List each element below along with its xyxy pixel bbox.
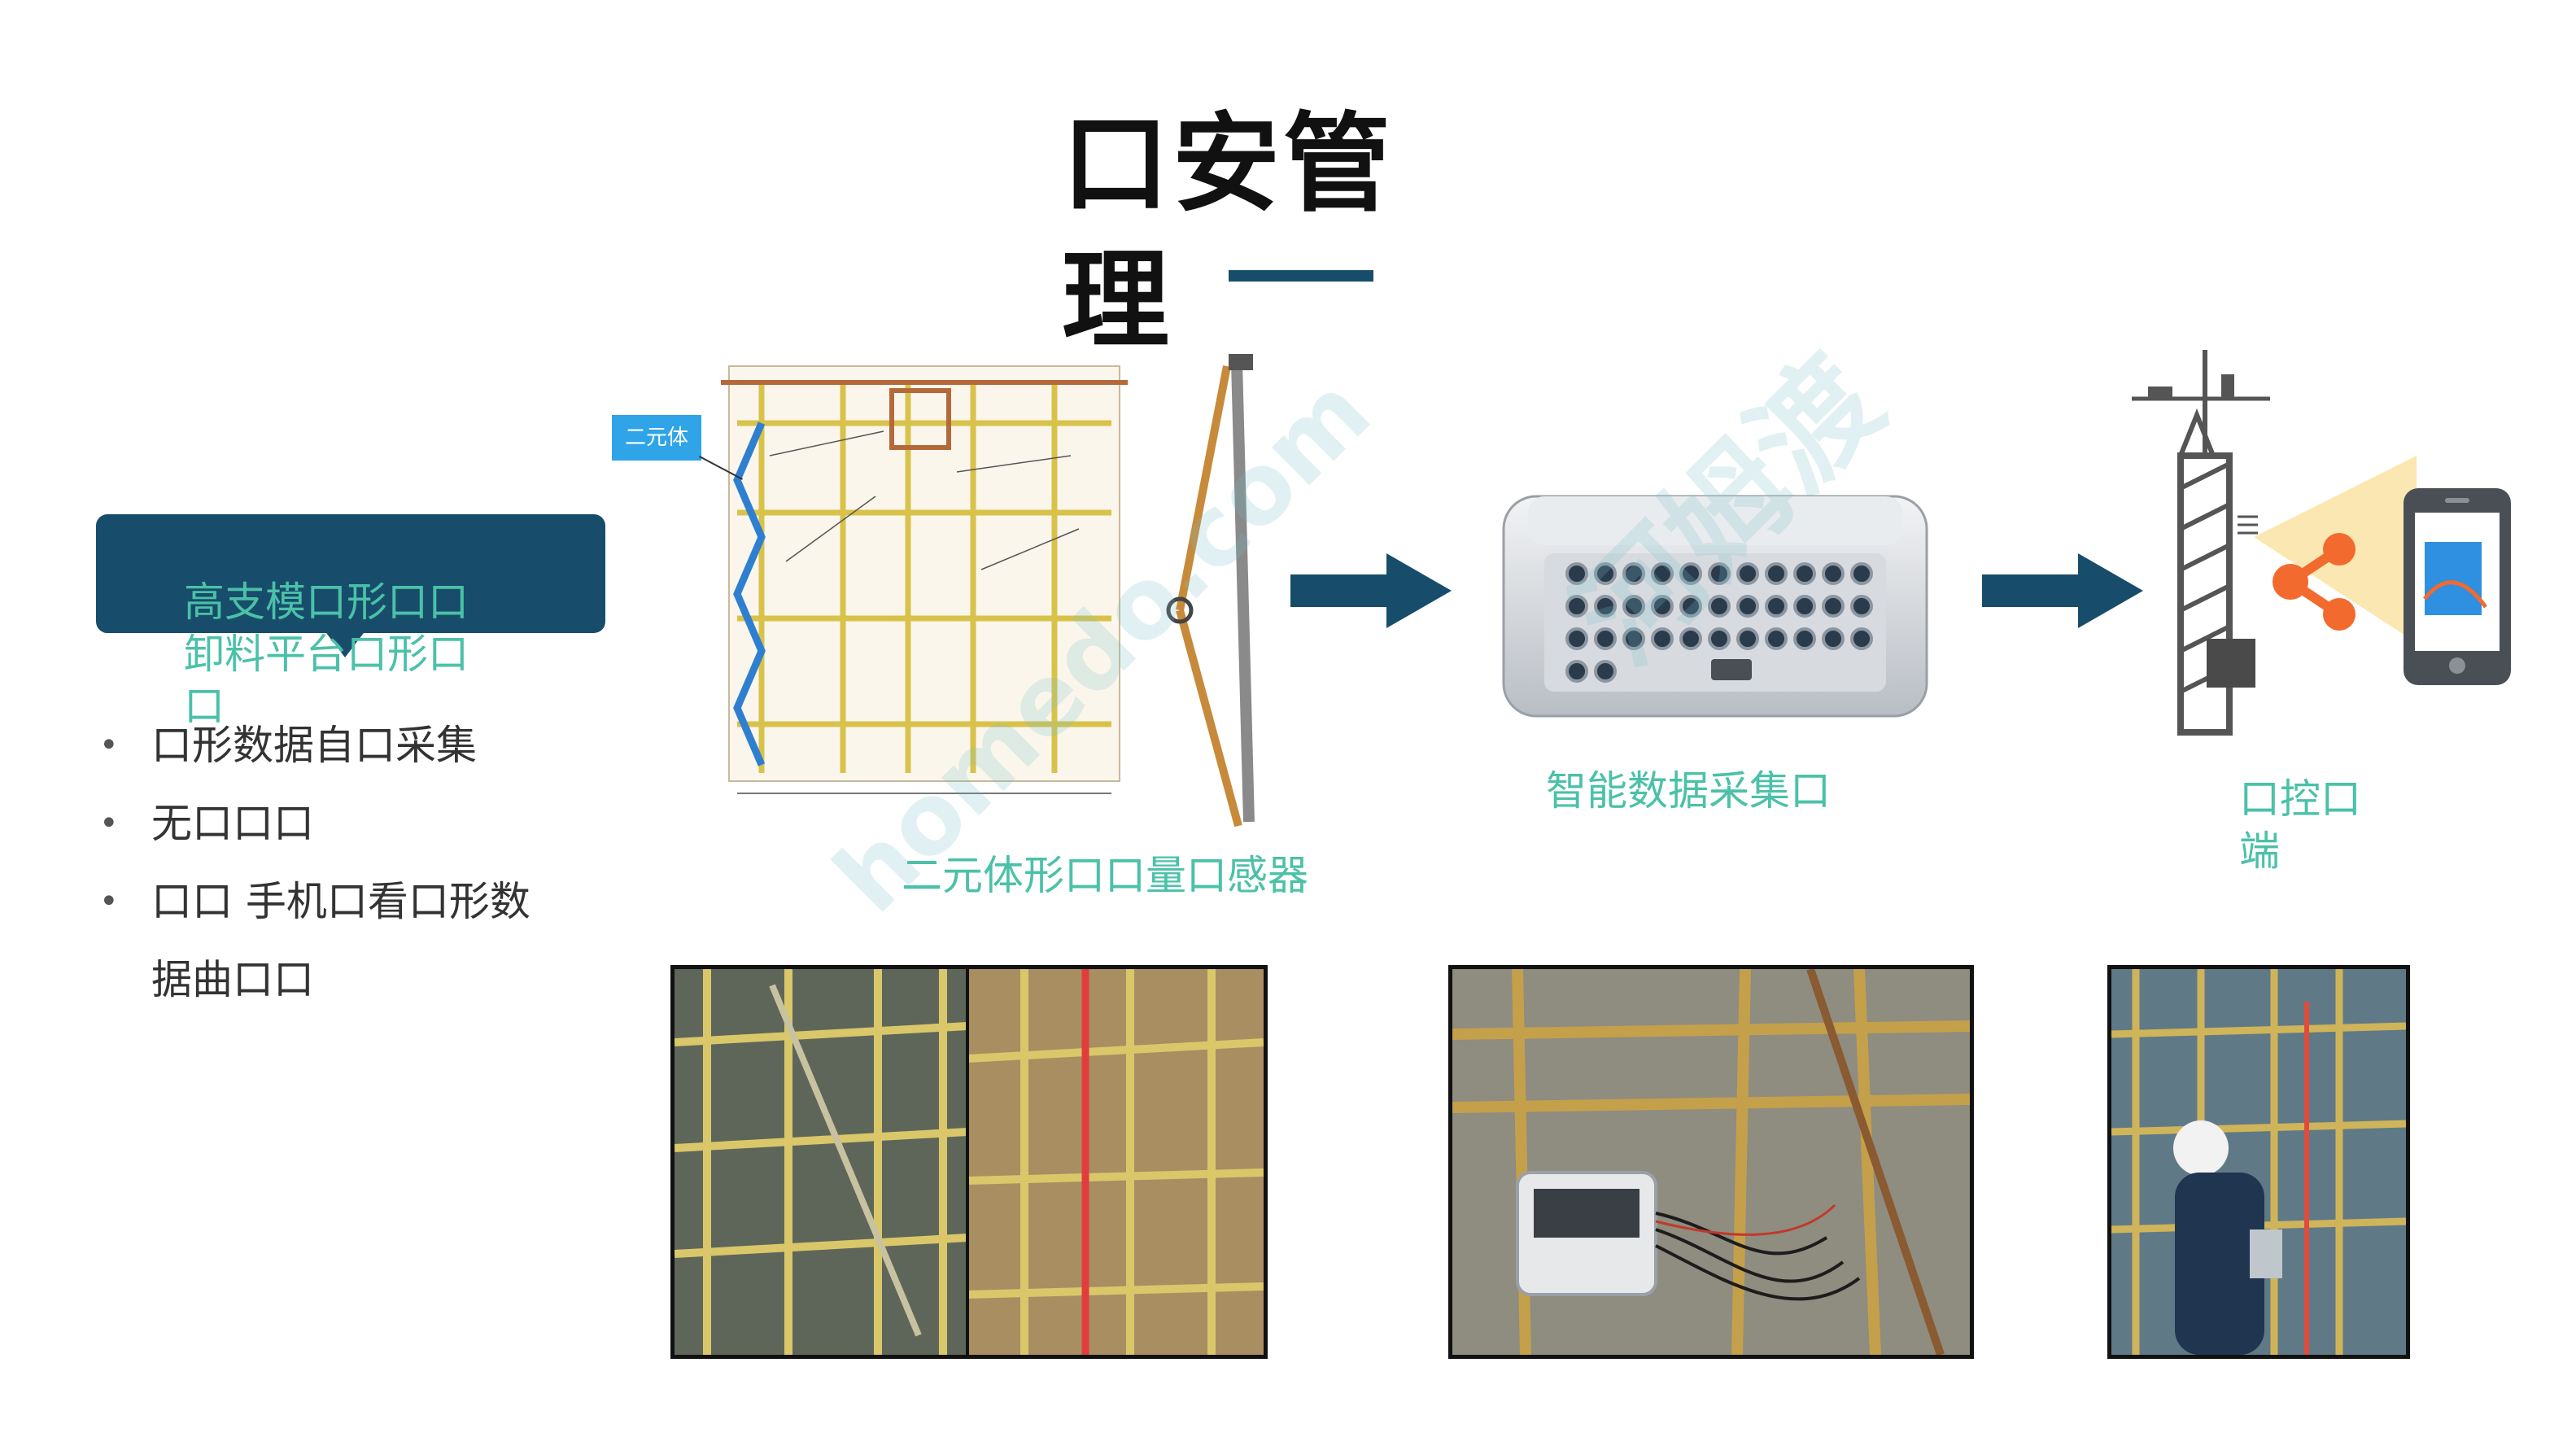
title-underline (1229, 270, 1373, 282)
sensor-caption: 二元体形口口量口感器 (902, 852, 1308, 899)
scaffold-photo (670, 965, 1268, 1359)
list-item: 口口 手机口看口形数 据曲口口 (96, 863, 534, 1019)
worker-photo (2107, 965, 2410, 1359)
share-icon (2270, 533, 2360, 631)
callout-pointer (324, 630, 366, 657)
tower-icon (2115, 342, 2278, 749)
page-title: 口安管理 (1062, 102, 1394, 364)
diagram-label: 二元体 (612, 415, 701, 461)
scaffold-diagram (713, 350, 1136, 822)
arrow-right-icon (1982, 553, 2143, 628)
arrow-right-icon (1290, 553, 1452, 628)
smartphone-icon (2400, 485, 2514, 688)
monitor-caption: 口控口端 (2239, 775, 2361, 875)
callout-box (96, 514, 605, 633)
list-item: 口形数据自口采集 (96, 706, 535, 784)
feature-list: 口形数据自口采集 无口口口 口口 手机口看口形数 据曲口口 (96, 706, 535, 1019)
callout-text: 高支模口形口口 卸料平台口形口 口 (184, 524, 607, 732)
list-item: 无口口口 (96, 784, 535, 863)
collector-caption: 智能数据采集口 (1546, 767, 1831, 815)
sensor-rod-image (1147, 350, 1277, 838)
data-collector-icon (1495, 480, 1935, 732)
collector-site-photo (1448, 965, 1974, 1359)
